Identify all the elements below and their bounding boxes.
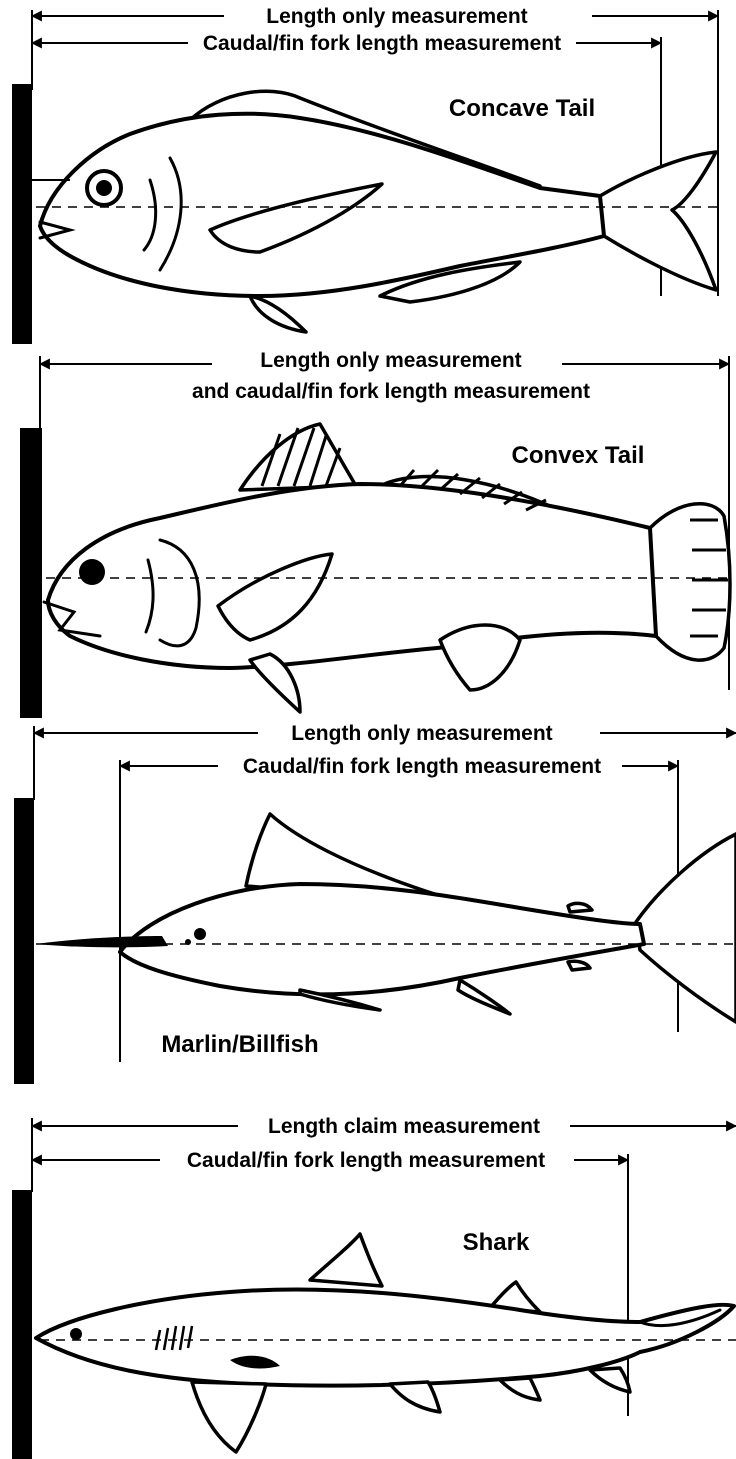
shark-fish-icon — [36, 1234, 734, 1452]
length-claim-label: Length claim measurement — [268, 1115, 540, 1138]
fork-length-label: Caudal/fin fork length measurement — [203, 32, 561, 55]
panel-title: Concave Tail — [449, 95, 595, 122]
fork-length-label: and caudal/fin fork length measurement — [192, 380, 590, 403]
fork-length-label: Caudal/fin fork length measurement — [243, 755, 601, 778]
panel-title: Convex Tail — [512, 442, 645, 469]
panel-concave-tail: Length only measurement Caudal/fin fork … — [12, 5, 720, 344]
panel-convex-tail: Length only measurement and caudal/fin f… — [20, 349, 730, 718]
panel-title: Marlin/Billfish — [161, 1031, 318, 1058]
measuring-board — [12, 1190, 32, 1459]
panel-shark: Length claim measurement Caudal/fin fork… — [12, 1115, 736, 1459]
length-only-label: Length only measurement — [266, 5, 527, 28]
length-only-label: Length only measurement — [260, 349, 521, 372]
measuring-board — [12, 84, 32, 344]
panel-title: Shark — [463, 1229, 530, 1256]
measuring-board — [20, 428, 42, 718]
snapper-fish-icon — [32, 91, 716, 332]
length-only-label: Length only measurement — [291, 722, 552, 745]
measuring-board — [14, 798, 34, 1084]
panel-marlin-billfish: Length only measurement Caudal/fin fork … — [14, 722, 736, 1084]
marlin-fish-icon — [36, 814, 736, 1022]
fork-length-label: Caudal/fin fork length measurement — [187, 1149, 545, 1172]
